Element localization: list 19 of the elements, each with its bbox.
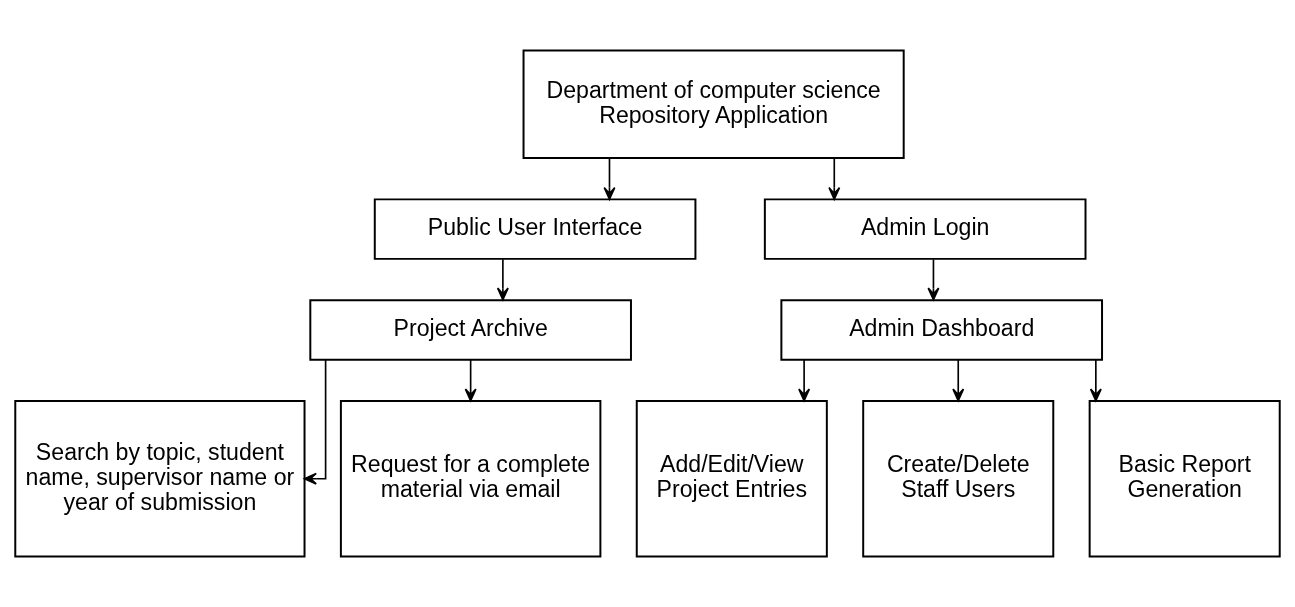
node-box: Search by topic, student name, supervisor name or year of submission <box>14 400 306 558</box>
arrow <box>603 157 616 201</box>
node-box: Department of computer science Repository Application <box>522 49 905 160</box>
arrow <box>464 359 477 402</box>
node-box: Admin Dashboard <box>780 299 1104 361</box>
node-box: Admin Login <box>763 198 1087 260</box>
node-box: Add/Edit/View Project Entries <box>635 400 828 558</box>
arrow <box>303 359 327 485</box>
arrow <box>927 258 940 301</box>
node-box: Public User Interface <box>373 198 697 260</box>
arrow <box>952 359 965 402</box>
arrow <box>828 157 841 201</box>
node-box: Request for a complete material via email <box>339 400 602 558</box>
node-box: Create/Delete Staff Users <box>862 400 1055 558</box>
arrow <box>1089 359 1102 402</box>
node-box: Basic Report Generation <box>1088 400 1281 558</box>
arrow <box>798 359 811 402</box>
node-box: Project Archive <box>309 299 632 361</box>
arrow <box>496 258 509 301</box>
